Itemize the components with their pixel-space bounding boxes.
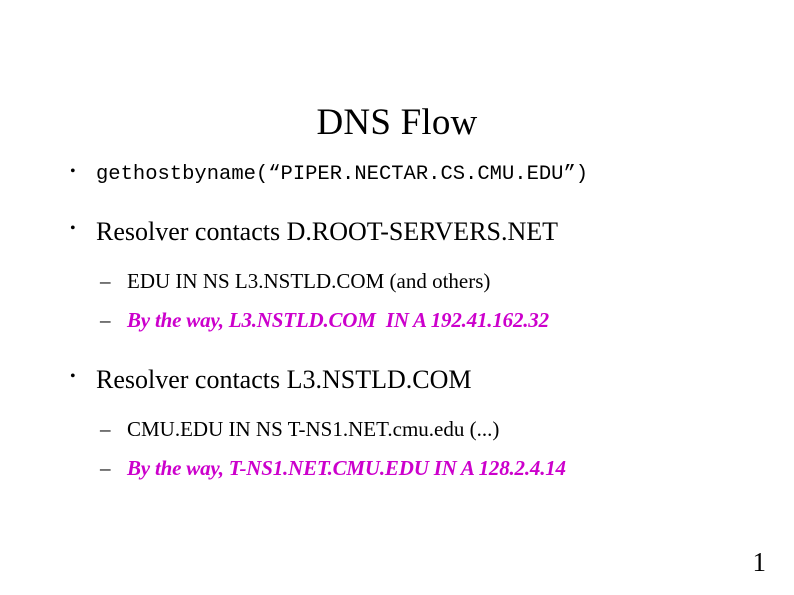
sub-bullet-item-cmu-ns: – CMU.EDU IN NS T-NS1.NET.cmu.edu (...): [62, 414, 752, 451]
sub-bullet-text-highlight: By the way, L3.NSTLD.COM IN A 192.41.162…: [127, 308, 549, 332]
bullet-item-resolver-root: • Resolver contacts D.ROOT-SERVERS.NET: [62, 214, 752, 260]
en-dash-icon: –: [100, 417, 111, 441]
sub-bullet-text-highlight: By the way, T-NS1.NET.CMU.EDU IN A 128.2…: [127, 456, 566, 480]
slide-body: • gethostbyname(“PIPER.NECTAR.CS.CMU.EDU…: [62, 158, 752, 492]
spacer: [62, 204, 752, 214]
sub-bullet-item-tns1-glue: – By the way, T-NS1.NET.CMU.EDU IN A 128…: [62, 453, 752, 490]
bullet-text: Resolver contacts D.ROOT-SERVERS.NET: [96, 217, 559, 246]
sub-bullet-item-l3-glue: – By the way, L3.NSTLD.COM IN A 192.41.1…: [62, 305, 752, 342]
sub-bullet-text: EDU IN NS L3.NSTLD.COM (and others): [127, 269, 491, 293]
bullet-text: gethostbyname(“PIPER.NECTAR.CS.CMU.EDU”): [96, 163, 589, 186]
en-dash-icon: –: [100, 456, 111, 480]
bullet-dot-icon: •: [70, 220, 76, 237]
en-dash-icon: –: [100, 269, 111, 293]
bullet-item-resolver-l3: • Resolver contacts L3.NSTLD.COM: [62, 362, 752, 408]
bullet-dot-icon: •: [70, 368, 76, 385]
spacer: [62, 344, 752, 362]
sub-bullet-text: CMU.EDU IN NS T-NS1.NET.cmu.edu (...): [127, 417, 500, 441]
page-number: 1: [752, 547, 767, 577]
bullet-text: Resolver contacts L3.NSTLD.COM: [96, 365, 472, 394]
sub-bullet-item-edu-ns: – EDU IN NS L3.NSTLD.COM (and others): [62, 266, 752, 303]
bullet-item-gethostbyname: • gethostbyname(“PIPER.NECTAR.CS.CMU.EDU…: [62, 158, 752, 198]
en-dash-icon: –: [100, 308, 111, 332]
bullet-dot-icon: •: [70, 163, 76, 180]
page-title: DNS Flow: [316, 101, 478, 143]
